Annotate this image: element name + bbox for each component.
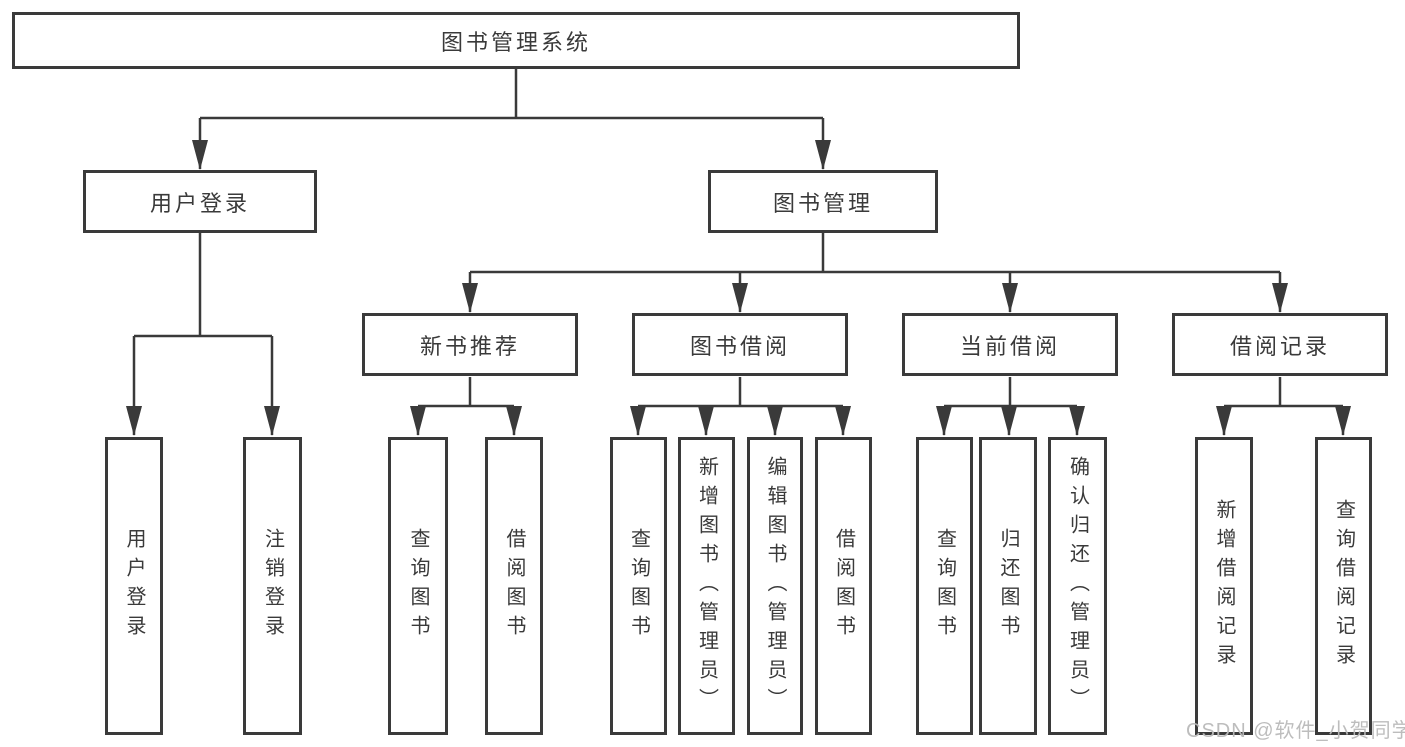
- node-current-borrowing: 当前借阅: [902, 313, 1118, 376]
- leaf-return-book: 归还图书: [979, 437, 1037, 735]
- leaf-borrow-books-1: 借阅图书: [485, 437, 543, 735]
- node-root: 图书管理系统: [12, 12, 1020, 69]
- leaf-label: 借阅图书: [832, 528, 855, 644]
- leaf-label: 归还图书: [997, 528, 1019, 644]
- connector-borrowing-records: [1224, 377, 1343, 408]
- leaf-query-borrow-record: 查询借阅记录: [1315, 437, 1372, 735]
- leaf-query-books-2: 查询图书: [610, 437, 667, 735]
- leaf-logout: 注销登录: [243, 437, 302, 735]
- leaf-label: 新增图书（管理员）: [695, 455, 718, 717]
- leaf-confirm-return-admin: 确认归还（管理员）: [1048, 437, 1107, 735]
- node-label: 用户登录: [149, 190, 250, 216]
- leaf-label: 注销登录: [261, 528, 284, 644]
- leaf-label: 查询图书: [933, 528, 956, 644]
- leaf-label: 用户登录: [123, 528, 145, 644]
- connector-root: [200, 69, 823, 120]
- connector-book-management: [470, 233, 1280, 274]
- connector-current-borrowing: [944, 377, 1077, 408]
- leaf-query-books-3: 查询图书: [916, 437, 973, 735]
- node-label: 新书推荐: [419, 333, 520, 359]
- node-label: 图书借阅: [689, 333, 790, 359]
- node-user-login-group: 用户登录: [83, 170, 317, 233]
- leaf-label: 查询图书: [627, 528, 650, 644]
- connector-new-book-recommendation: [418, 377, 514, 408]
- leaf-label: 查询借阅记录: [1332, 499, 1355, 673]
- leaf-edit-book-admin: 编辑图书（管理员）: [747, 437, 803, 735]
- node-label: 图书管理系统: [440, 29, 591, 55]
- leaf-label: 确认归还（管理员）: [1066, 455, 1089, 717]
- leaf-borrow-books-2: 借阅图书: [815, 437, 872, 735]
- connector-book-borrowing: [638, 377, 843, 408]
- leaf-label: 新增借阅记录: [1213, 499, 1235, 673]
- leaf-add-book-admin: 新增图书（管理员）: [678, 437, 735, 735]
- node-book-borrowing: 图书借阅: [632, 313, 848, 376]
- leaf-add-borrow-record: 新增借阅记录: [1195, 437, 1253, 735]
- node-borrowing-records: 借阅记录: [1172, 313, 1388, 376]
- leaf-user-login: 用户登录: [105, 437, 163, 735]
- connector-user-login-group: [134, 233, 272, 338]
- node-label: 借阅记录: [1229, 333, 1330, 359]
- node-new-book-recommendation: 新书推荐: [362, 313, 578, 376]
- leaf-label: 借阅图书: [503, 528, 525, 644]
- csdn-watermark: CSDN @软件_小贺同学: [1186, 720, 1405, 742]
- node-book-management: 图书管理: [708, 170, 938, 233]
- leaf-query-books-1: 查询图书: [388, 437, 448, 735]
- leaf-label: 查询图书: [407, 528, 429, 644]
- leaf-label: 编辑图书（管理员）: [764, 455, 786, 717]
- node-label: 当前借阅: [959, 333, 1060, 359]
- node-label: 图书管理: [772, 190, 873, 216]
